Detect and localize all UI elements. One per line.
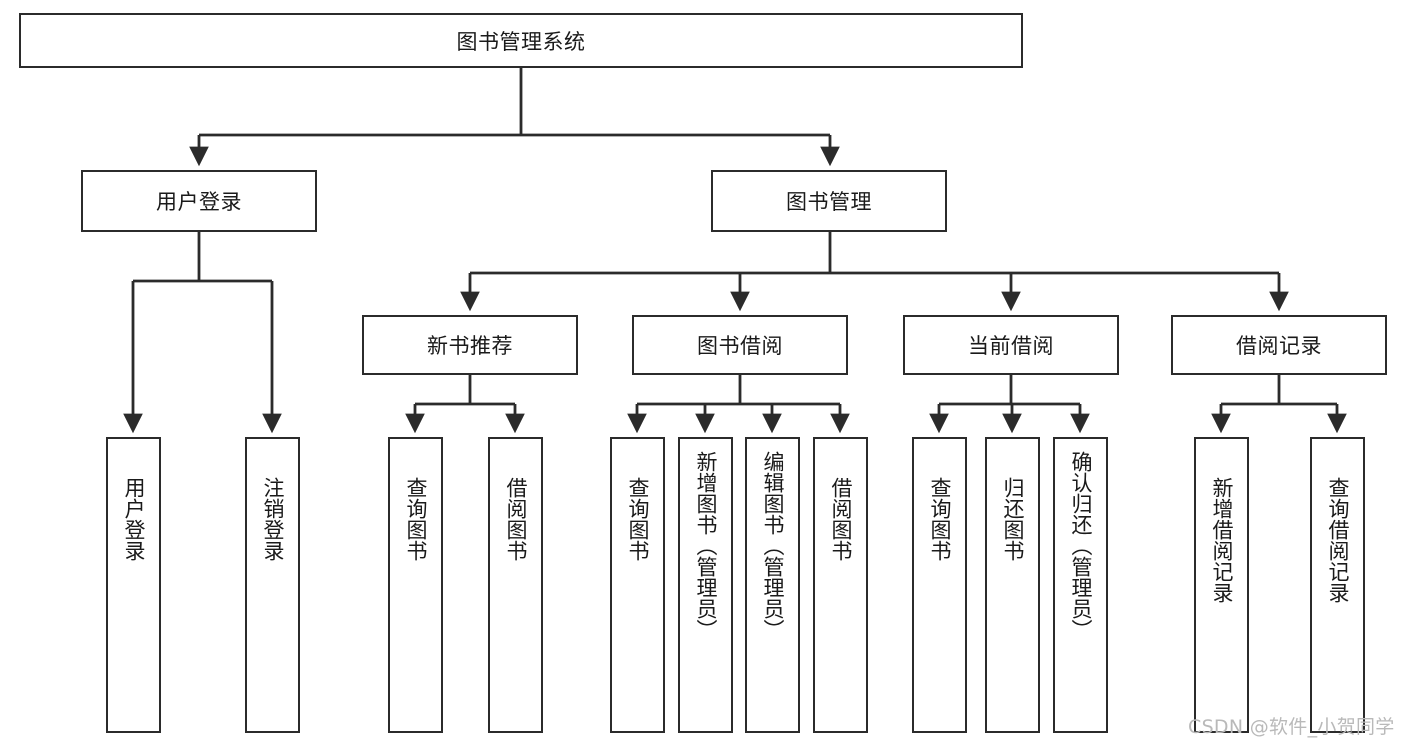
node-leaf-add-borrow-record[interactable]: 新增借阅记录	[1194, 437, 1249, 733]
node-book-borrow[interactable]: 图书借阅	[632, 315, 848, 375]
node-leaf-query-book-current[interactable]: 查询图书	[912, 437, 967, 733]
node-leaf-query-book-borrow[interactable]: 查询图书	[610, 437, 665, 733]
node-borrow-record[interactable]: 借阅记录	[1171, 315, 1387, 375]
node-user-login[interactable]: 用户登录	[81, 170, 317, 232]
node-book-manage[interactable]: 图书管理	[711, 170, 947, 232]
node-leaf-borrow-book[interactable]: 借阅图书	[813, 437, 868, 733]
node-leaf-query-borrow-record[interactable]: 查询借阅记录	[1310, 437, 1365, 733]
node-leaf-return-book[interactable]: 归还图书	[985, 437, 1040, 733]
node-leaf-add-book-admin[interactable]: 新增图书（管理员）	[678, 437, 733, 733]
node-leaf-edit-book-admin[interactable]: 编辑图书（管理员）	[745, 437, 800, 733]
node-leaf-confirm-return-admin[interactable]: 确认归还（管理员）	[1053, 437, 1108, 733]
node-leaf-query-book-rec[interactable]: 查询图书	[388, 437, 443, 733]
csdn-watermark: CSDN @软件_小贺同学	[1188, 716, 1395, 738]
node-leaf-user-login[interactable]: 用户登录	[106, 437, 161, 733]
node-root[interactable]: 图书管理系统	[19, 13, 1023, 68]
node-current-borrow[interactable]: 当前借阅	[903, 315, 1119, 375]
node-new-book-rec[interactable]: 新书推荐	[362, 315, 578, 375]
node-leaf-borrow-book-rec[interactable]: 借阅图书	[488, 437, 543, 733]
node-leaf-user-logout[interactable]: 注销登录	[245, 437, 300, 733]
